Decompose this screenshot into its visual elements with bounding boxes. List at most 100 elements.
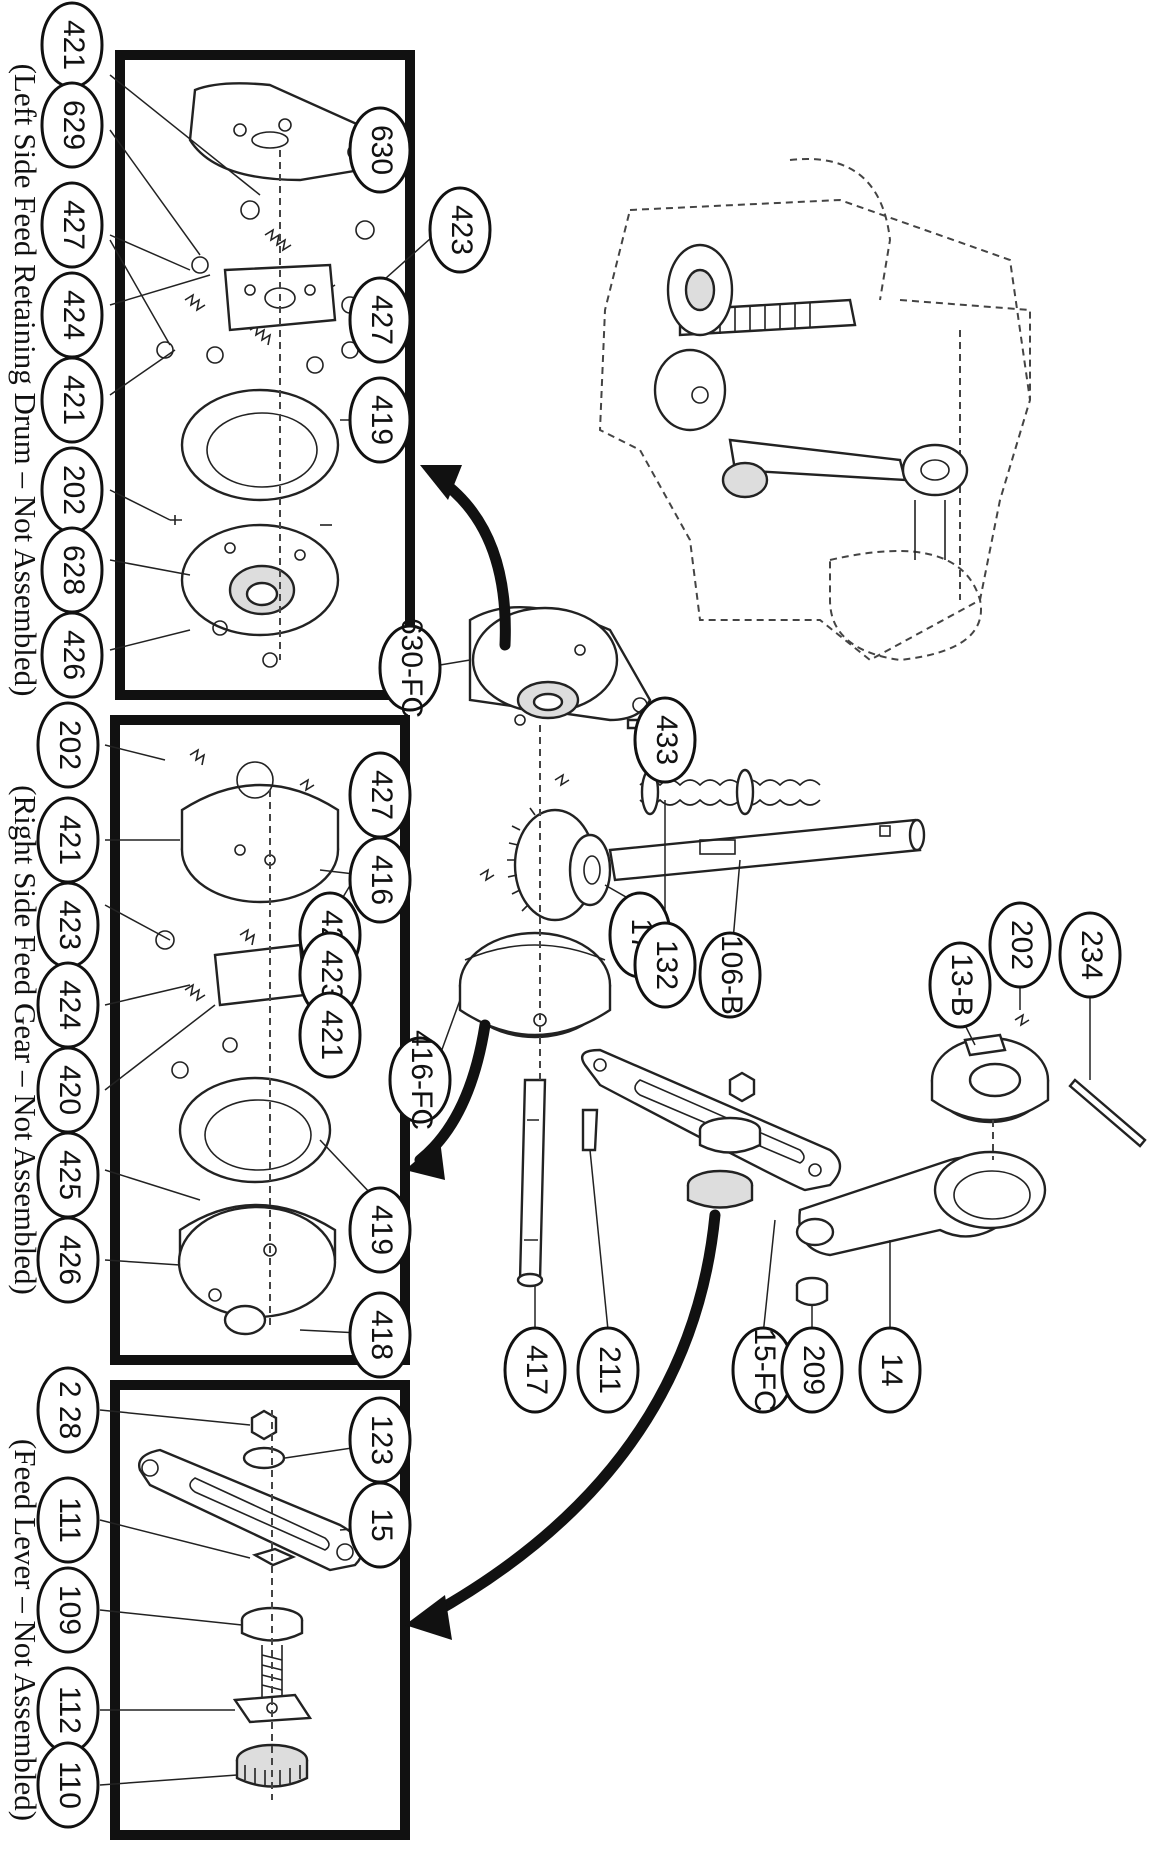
caption-feed-lever: (Feed Lever – Not Assembled) <box>8 1439 43 1821</box>
callout-oval <box>40 81 104 169</box>
callout-number: 202 <box>53 720 86 770</box>
callout-main-5: 416-FC <box>388 1030 452 1130</box>
callout-oval <box>40 356 104 444</box>
callout-box1-8: 630 <box>348 106 412 194</box>
callout-box2-1: 421 <box>36 796 100 884</box>
callout-box1-3: 424 <box>40 271 104 359</box>
callout-box1-9: 423 <box>428 186 492 274</box>
callout-oval <box>348 276 412 364</box>
center-assembly <box>458 606 1147 1307</box>
callout-main-9: 209 <box>780 1326 844 1414</box>
callout-number: 426 <box>57 630 90 680</box>
callout-oval <box>388 1036 452 1124</box>
callout-main-6: 417 <box>503 1326 567 1414</box>
callout-main-3: 132 <box>633 921 697 1009</box>
callout-box1-2: 427 <box>40 181 104 269</box>
callout-oval <box>428 186 492 274</box>
callout-number: 2 28 <box>53 1381 86 1439</box>
callout-number: 419 <box>365 395 398 445</box>
left-drum-frame <box>115 50 415 700</box>
callout-number: 15 <box>365 1508 398 1541</box>
callout-oval <box>36 1741 100 1829</box>
callout-number: 421 <box>315 1010 348 1060</box>
callout-oval <box>298 991 362 1079</box>
callout-number: 13-B <box>945 953 978 1016</box>
callout-box2-5: 425 <box>36 1131 100 1219</box>
callout-number: 427 <box>365 295 398 345</box>
machine-outline <box>598 158 1032 662</box>
callout-oval <box>1058 911 1122 999</box>
callout-number: 211 <box>593 1346 626 1394</box>
callout-number: 132 <box>650 940 683 990</box>
callout-number: 14 <box>875 1353 908 1386</box>
callout-oval <box>36 1476 100 1564</box>
callout-number: 421 <box>57 375 90 425</box>
callout-main-13: 234 <box>1058 911 1122 999</box>
callout-number: 433 <box>650 715 683 765</box>
callout-number: 427 <box>57 200 90 250</box>
callout-box2-3: 424 <box>36 961 100 1049</box>
callout-box1-1: 629 <box>40 81 104 169</box>
callout-number: 209 <box>797 1345 830 1395</box>
callout-number: 427 <box>365 770 398 820</box>
callout-box2-6: 426 <box>36 1216 100 1304</box>
callout-number: 416 <box>365 855 398 905</box>
callout-box1-0: 421 <box>40 1 104 89</box>
callout-main-4: 106-B <box>698 931 762 1019</box>
callout-box1-6: 628 <box>40 526 104 614</box>
callout-number: 423 <box>445 205 478 255</box>
callout-number: 416-FC <box>405 1030 438 1130</box>
callout-oval <box>348 1481 412 1569</box>
callout-oval <box>633 696 697 784</box>
callout-oval <box>348 376 412 464</box>
callout-number: 629 <box>57 100 90 150</box>
callout-box3-3: 112 <box>36 1666 100 1754</box>
callout-oval <box>698 931 762 1019</box>
callout-oval <box>503 1326 567 1414</box>
callout-oval <box>40 181 104 269</box>
callout-number: 419 <box>365 1205 398 1255</box>
callout-oval <box>36 1366 100 1454</box>
callout-box3-5: 123 <box>348 1396 412 1484</box>
callout-labels: 421 629 427 424 421 202 628 426 630 423 427 419 202 4… <box>36 1 1122 1829</box>
callout-box2-11: 421 <box>298 991 362 1079</box>
callout-number: 110 <box>53 1761 86 1809</box>
callout-oval <box>36 701 100 789</box>
callout-box3-1: 111 <box>36 1476 100 1564</box>
right-gear-frame <box>110 715 410 1365</box>
caption-right-gear: (Right Side Feed Gear – Not Assembled) <box>8 785 43 1295</box>
callout-box2-0: 202 <box>36 701 100 789</box>
callout-number: 202 <box>1005 920 1038 970</box>
callout-main-11: 13-B <box>928 941 992 1029</box>
callout-oval <box>348 1186 412 1274</box>
caption-left-drum: (Left Side Feed Retaining Drum – Not Ass… <box>8 64 43 697</box>
callout-number: 234 <box>1075 930 1108 980</box>
callout-box3-4: 110 <box>36 1741 100 1829</box>
feed-lever-parts <box>138 1409 364 1800</box>
callout-number: 423 <box>53 900 86 950</box>
callout-oval <box>348 106 412 194</box>
callout-box2-12: 419 <box>348 1186 412 1274</box>
callout-number: 630 <box>365 125 398 175</box>
callout-main-12: 202 <box>988 901 1052 989</box>
callout-box1-10: 427 <box>348 276 412 364</box>
callout-box2-7: 427 <box>348 751 412 839</box>
callout-box2-2: 423 <box>36 881 100 969</box>
left-drum-parts <box>156 82 375 668</box>
callout-number: 202 <box>57 465 90 515</box>
callout-main-8: 15-FC <box>731 1326 795 1414</box>
callout-main-7: 211 <box>576 1326 640 1414</box>
callout-number: 425 <box>53 1150 86 1200</box>
feed-lever-frame <box>110 1380 410 1840</box>
callout-oval <box>36 1216 100 1304</box>
callout-number: 424 <box>57 290 90 340</box>
callout-number: 417 <box>520 1345 553 1395</box>
callout-box1-11: 419 <box>348 376 412 464</box>
callout-oval <box>928 941 992 1029</box>
callout-box3-6: 15 <box>348 1481 412 1569</box>
callout-box1-4: 421 <box>40 356 104 444</box>
callout-box3-0: 2 28 <box>36 1366 100 1454</box>
callout-number: 421 <box>57 20 90 70</box>
callout-oval <box>348 1291 412 1379</box>
